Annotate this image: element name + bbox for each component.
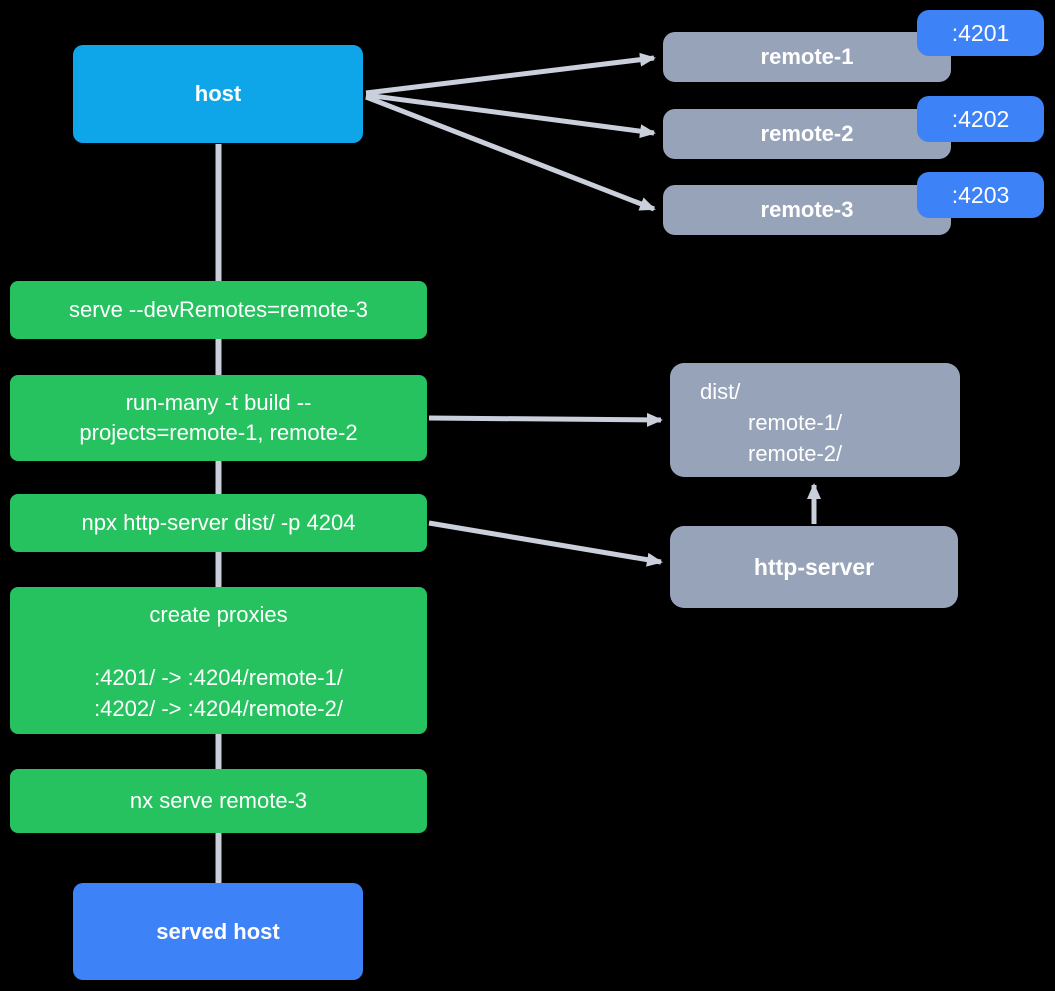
step-run-many-build: run-many -t build -- projects=remote-1, …: [10, 375, 427, 461]
host-label: host: [194, 81, 242, 106]
served-host-node: served host: [73, 883, 363, 980]
proxies-title: create proxies: [149, 602, 288, 627]
step-npx-http-server: npx http-server dist/ -p 4204: [10, 494, 427, 552]
remote-3-node: remote-3: [663, 185, 951, 235]
remote-3-port: :4203: [951, 181, 1010, 208]
served-host-label: served host: [156, 918, 280, 944]
host-node: host: [73, 45, 363, 143]
dist-line-root: dist/: [700, 379, 741, 404]
arrow-host-to-remote-3: [365, 94, 656, 212]
remote-2-port-badge: :4202: [917, 96, 1044, 142]
step-serve-label: serve --devRemotes=remote-3: [69, 297, 368, 322]
step-nx-serve-label: nx serve remote-3: [129, 788, 308, 813]
proxy-rule-2: :4202/ -> :4204/remote-2/: [94, 696, 343, 721]
remote-1-label: remote-1: [760, 44, 854, 69]
remote-2-port: :4202: [951, 105, 1010, 132]
step-nx-serve-remote-3: nx serve remote-3: [10, 769, 427, 833]
step-build-line-1: run-many -t build --: [125, 390, 312, 415]
step-npx-label: npx http-server dist/ -p 4204: [81, 510, 356, 535]
http-server-node: http-server: [670, 526, 958, 608]
remote-1-port: :4201: [951, 19, 1010, 46]
arrow-httpserver-cmd-to-httpserver: [428, 520, 663, 567]
dist-folder-node: dist/ remote-1/ remote-2/: [670, 363, 960, 477]
remote-1-node: remote-1: [663, 32, 951, 82]
arrow-build-to-dist: [428, 412, 663, 427]
remote-1-port-badge: :4201: [917, 10, 1044, 56]
dist-line-remote-2: remote-2/: [748, 441, 843, 466]
proxy-rule-1: :4201/ -> :4204/remote-1/: [94, 665, 343, 690]
step-create-proxies: create proxies :4201/ -> :4204/remote-1/…: [10, 587, 427, 734]
step-build-line-2: projects=remote-1, remote-2: [79, 420, 358, 445]
remote-3-port-badge: :4203: [917, 172, 1044, 218]
remote-3-label: remote-3: [760, 197, 854, 222]
step-serve-dev-remotes: serve --devRemotes=remote-3: [10, 281, 427, 339]
http-server-label: http-server: [753, 553, 875, 580]
remote-2-label: remote-2: [760, 121, 854, 146]
arrow-host-to-remote-1: [365, 52, 656, 96]
remote-2-node: remote-2: [663, 109, 951, 159]
arrow-host-to-remote-2: [365, 92, 656, 139]
dist-line-remote-1: remote-1/: [748, 410, 843, 435]
